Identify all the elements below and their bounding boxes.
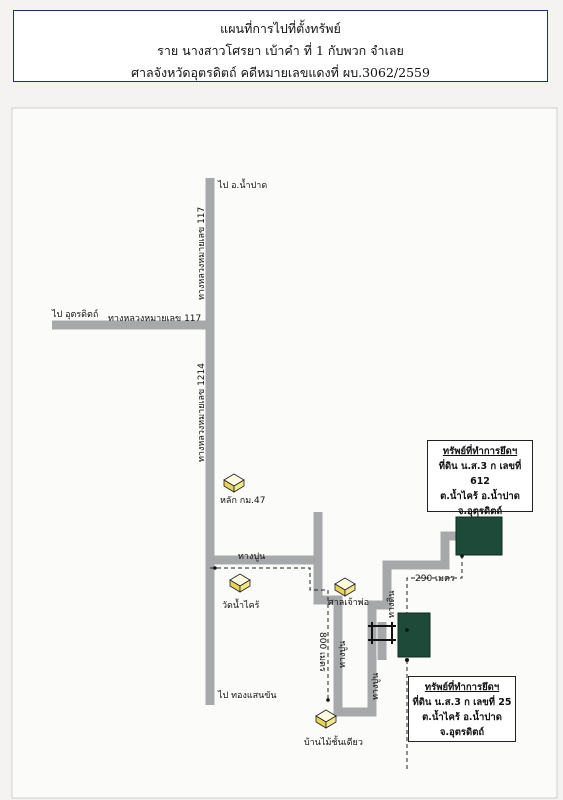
case-number: ศาลจังหวัดอุตรดิตถ์ คดีหมายเลขแดงที่ ผบ.…: [131, 65, 430, 80]
road-paved-loop: [313, 512, 456, 717]
parcel-612: [455, 516, 503, 556]
parcel-25: [397, 612, 431, 658]
property-612-province: จ.อุตรดิตถ์: [457, 506, 503, 517]
case-parties: ราย นางสาวโศรยา เบ้าคำ ที่ 1 กับพวก จำเล…: [157, 43, 404, 58]
label-hw117-horizontal: ทางหลวงหมายเลข 117: [108, 314, 201, 324]
property-25-district: ต.น้ำไคร้ อ.น้ำปาด: [422, 712, 502, 723]
label-hw117-vertical: ทางหลวงหมายเลข 117: [197, 207, 207, 300]
property-612-heading: ทรัพย์ที่ทำการยึดฯ: [442, 446, 518, 457]
label-road-b: ทางปูน: [371, 673, 381, 700]
route-dashes: [210, 556, 463, 770]
label-hw1214: ทางหลวงหมายเลข 1214: [197, 363, 207, 462]
label-wat: วัดน้ำไคร้: [222, 598, 260, 611]
label-to-uttaradit: ไป อุตรดิตถ์: [51, 308, 98, 320]
property-25-province: จ.อุตรดิตถ์: [439, 727, 485, 738]
building-icon: [229, 573, 251, 593]
property-25-callout: ทรัพย์ที่ทำการยึดฯ ที่ดิน น.ส.3 ก เลขที่…: [408, 676, 516, 742]
label-road-c: ทางดิน: [386, 591, 397, 618]
label-to-thongsaenkhan: ไป ทองแสนขัน: [217, 690, 277, 701]
property-612-deed: ที่ดิน น.ส.3 ก เลขที่ 612: [438, 461, 522, 487]
label-to-nampat: ไป อ.น้ำปาด: [217, 178, 267, 191]
label-distance-290: 290 เมตร: [415, 574, 455, 584]
route-to-ban-mai: [210, 567, 329, 700]
label-shrine: ศาลเจ้าพ่อ: [328, 597, 369, 608]
map-title: แผนที่การไปที่ตั้งทรัพย์: [220, 21, 341, 36]
building-icon: [223, 473, 245, 493]
title-box: แผนที่การไปที่ตั้งทรัพย์ ราย นางสาวโศรยา…: [13, 10, 548, 82]
property-612-district: ต.น้ำไคร้ อ.น้ำปาด: [440, 491, 520, 502]
route-290m: [406, 556, 463, 630]
label-distance-800: 800 เมตร: [317, 632, 327, 672]
label-km47: หลัก กม.47: [220, 496, 265, 506]
property-612-callout: ทรัพย์ที่ทำการยึดฯ ที่ดิน น.ส.3 ก เลขที่…: [427, 440, 533, 517]
property-25-deed: ที่ดิน น.ส.3 ก เลขที่ 25: [412, 697, 512, 708]
building-icon: [334, 577, 356, 597]
bridge-marker: [368, 622, 396, 644]
label-ban-mai: บ้านไม้ชั้นเดียว: [304, 735, 363, 748]
label-road-a: ทางปูน: [338, 641, 348, 668]
label-paved-road: ทางปูน: [238, 552, 265, 562]
property-25-heading: ทรัพย์ที่ทำการยึดฯ: [424, 682, 500, 693]
building-icon: [315, 709, 337, 729]
